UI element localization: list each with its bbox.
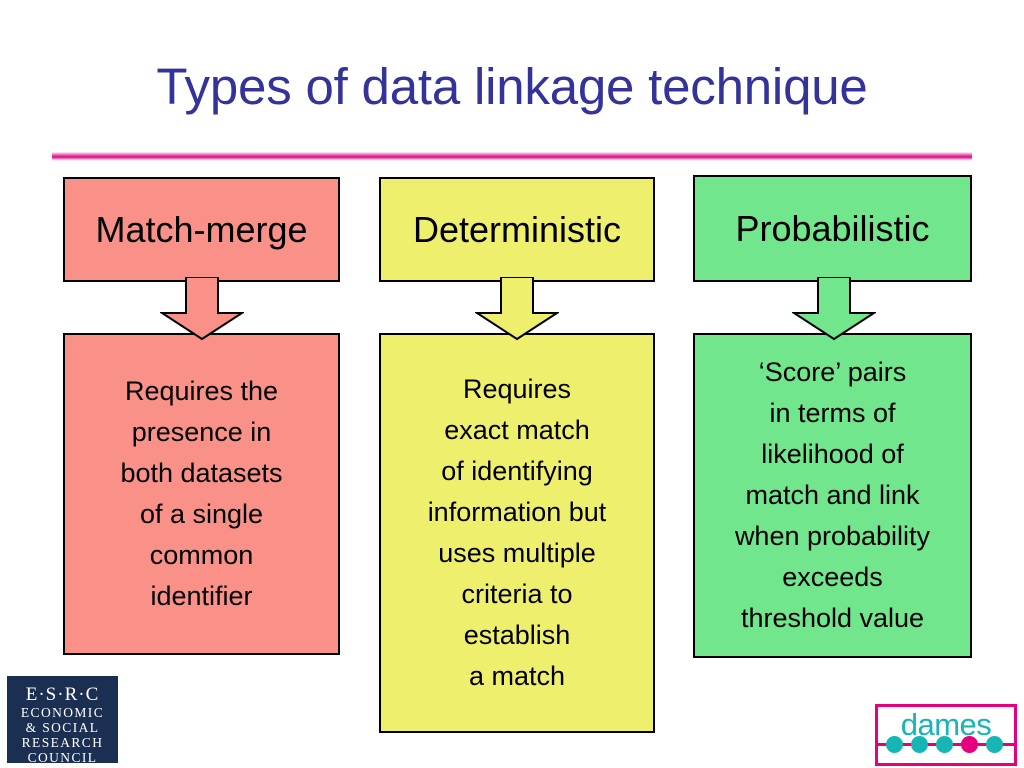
- flow-body-box-match-merge[interactable]: Requires the presence in both datasets o…: [63, 333, 340, 655]
- dames-dot-3: [936, 736, 953, 753]
- flow-body-box-probabilistic[interactable]: ‘Score’ pairs in terms of likelihood of …: [693, 333, 972, 658]
- esrc-line-economic: ECONOMIC: [20, 705, 105, 720]
- down-arrow-icon-match-merge: [160, 277, 244, 341]
- dames-wordmark: dames: [900, 707, 992, 742]
- page-title: Types of data linkage technique: [156, 58, 868, 115]
- flow-header-box-match-merge[interactable]: Match-merge: [63, 177, 340, 282]
- esrc-line-research: RESEARCH: [21, 735, 104, 750]
- title-divider-rule: [52, 152, 972, 161]
- esrc-initials: E·S·R·C: [25, 684, 100, 705]
- esrc-line-council: COUNCIL: [27, 750, 98, 763]
- esrc-line-social: & SOCIAL: [25, 720, 100, 735]
- flow-body-box-deterministic[interactable]: Requires exact match of identifying info…: [379, 333, 655, 733]
- dames-dot-4: [961, 736, 978, 753]
- dames-dot-5: [986, 736, 1003, 753]
- flow-header-box-probabilistic[interactable]: Probabilistic: [693, 175, 972, 282]
- esrc-logo: E·S·R·C ECONOMIC & SOCIAL RESEARCH COUNC…: [7, 676, 118, 763]
- down-arrow-icon-deterministic: [475, 277, 559, 341]
- dames-dot-2: [911, 736, 928, 753]
- dames-logo: dames: [875, 704, 1017, 766]
- dames-dot-1: [886, 736, 903, 753]
- flow-header-box-deterministic[interactable]: Deterministic: [379, 177, 655, 282]
- down-arrow-icon-probabilistic: [792, 277, 876, 341]
